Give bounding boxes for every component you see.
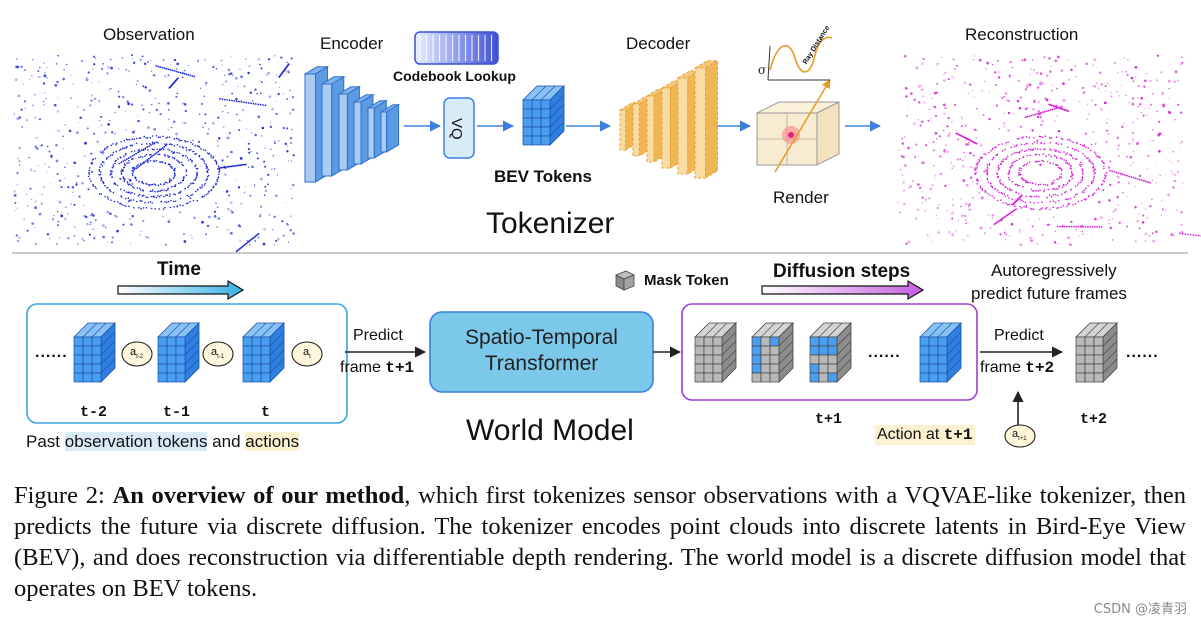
future-ellipsis: ...... [1126, 344, 1159, 361]
time-step-t-1: t-1 [163, 404, 191, 421]
action-text-t: at [303, 346, 311, 361]
observation-point-cloud [13, 54, 295, 253]
t-plus-1-label: t+1 [815, 411, 843, 428]
caption-bold: An overview of our method [112, 482, 405, 509]
diffusion-steps-label: Diffusion steps [773, 261, 911, 282]
figure-caption: Figure 2: An overview of our method, whi… [14, 480, 1186, 604]
decoder-label: Decoder [626, 34, 691, 53]
past-ellipsis: ...... [35, 344, 68, 361]
action-bubble-t [291, 341, 323, 367]
action-bubble-t+1 [1004, 424, 1036, 448]
render-block: σ [756, 36, 840, 173]
mask-token-icon [615, 270, 635, 291]
bev-token-cube [522, 85, 565, 146]
past-token-cubes [73, 322, 285, 383]
action-bubble-t-2 [121, 341, 153, 367]
time-step-t-2: t-2 [80, 404, 108, 421]
past-tokens-caption: Past observation tokens and actions [26, 432, 300, 451]
observation-label: Observation [103, 25, 195, 44]
action-text-t+1: at+1 [1012, 428, 1027, 443]
frame-label-2: frame t+2 [980, 359, 1055, 377]
action-bubbles [121, 341, 323, 367]
vq-block [443, 97, 475, 159]
caption-prefix: Figure 2: [14, 482, 113, 509]
autoregressive-line2: predict future frames [971, 284, 1127, 303]
diffusion-ellipsis: ...... [868, 344, 901, 361]
render-label: Render [773, 188, 829, 207]
future-frame-cube [1075, 322, 1118, 383]
time-label: Time [157, 259, 202, 280]
overview-diagram: σ [12, 31, 1201, 448]
tokenizer-title: Tokenizer [486, 207, 615, 240]
bev-tokens-label: BEV Tokens [494, 167, 592, 186]
vq-label: VQ [448, 118, 465, 140]
svg-text:σ: σ [758, 63, 766, 77]
decoder-block [618, 59, 720, 179]
watermark: CSDN @凌青羽 [1093, 602, 1187, 617]
predict-label-1: Predict [353, 327, 403, 344]
encoder-block [303, 65, 401, 183]
diffusion-steps-arrow [761, 279, 925, 301]
world-model-title: World Model [466, 414, 634, 447]
caption-rest: , which first tokenizes sensor observati… [14, 482, 1186, 602]
action-text-t-1: at-1 [211, 346, 225, 361]
transformer-label: Spatio-Temporal Transformer [465, 326, 618, 375]
autoregressive-line1: Autoregressively [991, 261, 1117, 280]
encoder-label: Encoder [320, 34, 384, 53]
predict-label-2: Predict [994, 327, 1044, 344]
time-arrow [117, 279, 245, 301]
codebook-lookup [414, 31, 499, 65]
frame-label-1: frame t+1 [340, 359, 415, 377]
reconstruction-point-cloud [897, 54, 1201, 247]
mask-token-label: Mask Token [644, 272, 729, 289]
action-at-label: Action at t+1 [875, 425, 975, 445]
t-plus-2-label: t+2 [1080, 411, 1108, 428]
reconstruction-label: Reconstruction [965, 25, 1079, 44]
time-step-t: t [261, 404, 271, 421]
action-bubble-t-1 [202, 341, 234, 367]
diffusion-cubes [694, 322, 962, 383]
action-text-t-2: at-2 [130, 346, 144, 361]
codebook-label: Codebook Lookup [393, 68, 516, 84]
